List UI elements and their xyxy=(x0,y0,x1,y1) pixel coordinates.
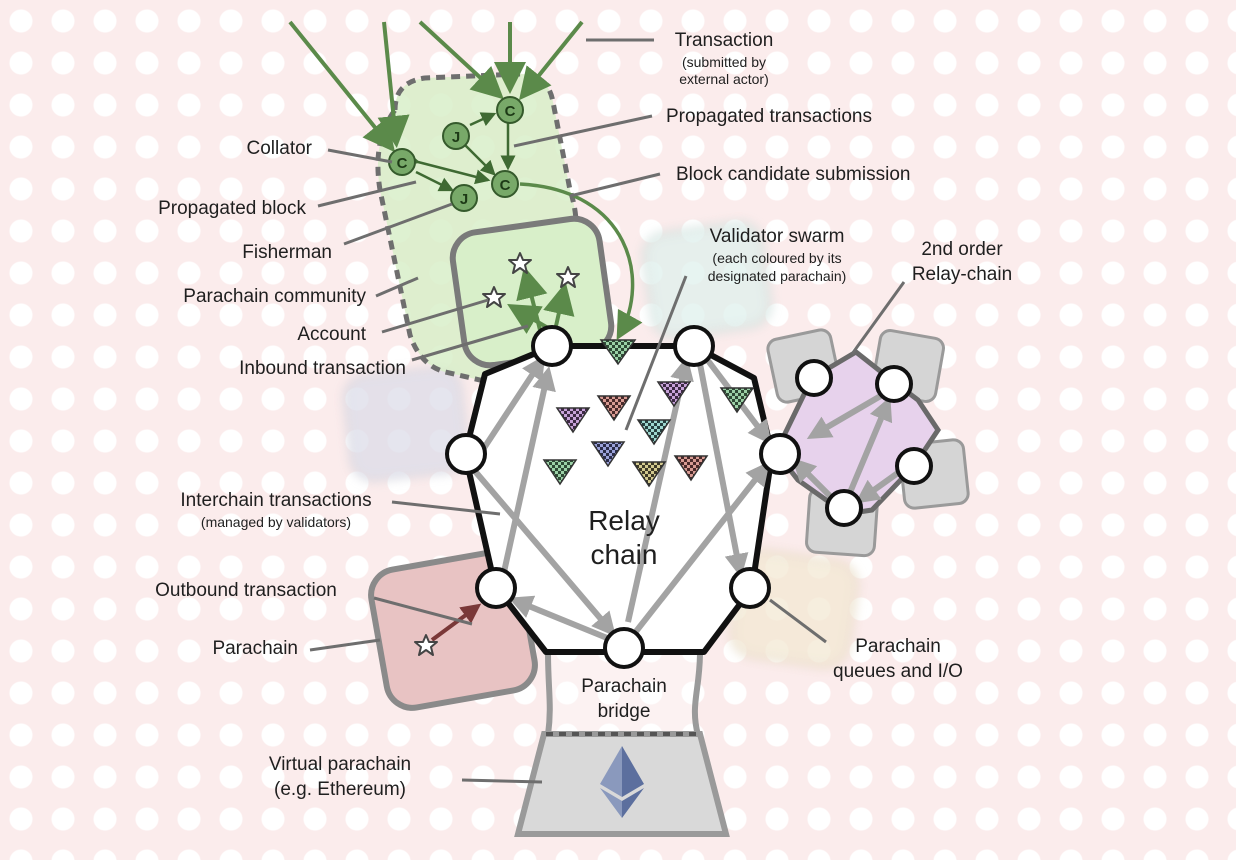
svg-text:C: C xyxy=(500,177,511,194)
label-virtual-parachain-2: (e.g. Ethereum) xyxy=(274,779,406,800)
checkered-triangle-icon xyxy=(631,461,667,488)
label-validator-swarm-sub1: (each coloured by its xyxy=(712,250,841,266)
validator-swarm xyxy=(542,339,755,488)
outbound-transaction xyxy=(414,603,482,656)
label-propagated-block: Propagated block xyxy=(158,198,306,219)
checkered-triangle-icon xyxy=(719,387,755,414)
label-parachain-queues-2: queues and I/O xyxy=(833,661,963,682)
transaction-arrows xyxy=(288,20,643,341)
labels: Transaction (submitted by external actor… xyxy=(155,30,1012,800)
checkered-triangle-icon xyxy=(596,395,632,422)
label-collator: Collator xyxy=(247,138,313,159)
svg-text:J: J xyxy=(452,129,460,146)
checkered-triangle-icon xyxy=(555,407,591,434)
checkered-triangle-icon xyxy=(656,381,692,408)
fisherman-node-2[interactable]: J xyxy=(450,184,478,212)
label-validator-swarm: Validator swarm xyxy=(710,226,845,247)
label-parachain-queues-1: Parachain xyxy=(855,636,941,657)
virtual-parachain[interactable] xyxy=(514,651,730,837)
label-validator-swarm-sub2: designated parachain) xyxy=(708,268,847,284)
fisherman-node-1[interactable]: J xyxy=(442,122,470,150)
relay-node[interactable] xyxy=(475,567,517,609)
label-propagated-transactions: Propagated transactions xyxy=(666,106,872,127)
label-fisherman: Fisherman xyxy=(242,242,332,263)
label-interchain-sub: (managed by validators) xyxy=(201,514,351,530)
label-second-order-1: 2nd order xyxy=(921,239,1003,260)
parachain-bridge-node[interactable] xyxy=(603,627,645,669)
label-interchain-transactions: Interchain transactions xyxy=(180,490,371,511)
relay-node[interactable] xyxy=(445,433,487,475)
label-second-order-2: Relay-chain xyxy=(912,264,1012,285)
label-transaction-sub1: (submitted by xyxy=(682,54,766,70)
collator-node-1[interactable]: C xyxy=(496,96,524,124)
relay-node[interactable] xyxy=(673,325,715,367)
relay-node[interactable] xyxy=(531,325,573,367)
collator-node-3[interactable]: C xyxy=(491,170,519,198)
label-transaction: Transaction xyxy=(675,30,774,51)
label-transaction-sub2: external actor) xyxy=(679,71,768,87)
label-account: Account xyxy=(297,324,366,345)
relay-node[interactable] xyxy=(729,567,771,609)
relay-node[interactable] xyxy=(759,433,801,475)
svg-text:C: C xyxy=(505,103,516,120)
label-block-candidate: Block candidate submission xyxy=(676,164,910,185)
label-parachain-community: Parachain community xyxy=(183,286,366,307)
svg-text:C: C xyxy=(397,155,408,172)
checkered-triangle-icon xyxy=(590,441,626,468)
label-relay-chain-1: Relay xyxy=(588,505,660,536)
relay-chain-nodes xyxy=(445,325,801,669)
label-parachain-bridge-2: bridge xyxy=(598,701,651,722)
collator-node-2[interactable]: C xyxy=(388,148,416,176)
checkered-triangle-icon xyxy=(673,455,709,482)
checkered-triangle-icon xyxy=(542,459,578,486)
label-inbound-transaction: Inbound transaction xyxy=(239,358,406,379)
checkered-triangle-icon xyxy=(636,419,672,446)
ethereum-logo-icon xyxy=(600,746,644,818)
label-relay-chain-2: chain xyxy=(591,539,658,570)
label-outbound-transaction: Outbound transaction xyxy=(155,580,337,601)
label-virtual-parachain-1: Virtual parachain xyxy=(269,754,411,775)
label-parachain: Parachain xyxy=(212,638,298,659)
svg-text:J: J xyxy=(460,191,468,208)
label-parachain-bridge-1: Parachain xyxy=(581,676,667,697)
interchain-arrows xyxy=(471,354,772,643)
leader-lines xyxy=(309,38,906,784)
